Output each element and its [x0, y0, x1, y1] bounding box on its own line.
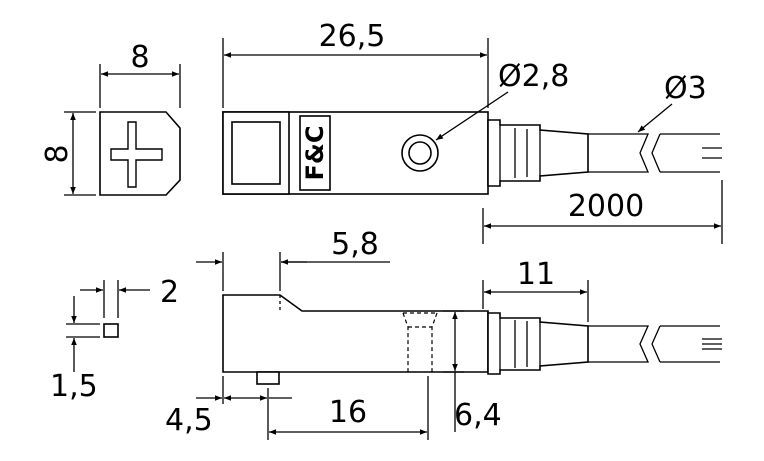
pin-detail	[103, 323, 119, 338]
side-view-body	[222, 294, 489, 373]
mounting-hole-inner	[408, 141, 432, 165]
top-view: F&C	[222, 111, 722, 195]
side-pin	[256, 371, 280, 385]
dim-pin-1-5: 1,5	[50, 369, 98, 404]
cable-sleeve-side	[487, 312, 589, 375]
dim-height-8: 8	[40, 144, 75, 163]
cable-top	[588, 133, 649, 173]
side-view	[222, 294, 722, 385]
cross-symbol	[110, 121, 163, 188]
end-view	[99, 111, 181, 196]
hidden-hole	[402, 312, 438, 372]
dim-length-26-5: 26,5	[319, 19, 386, 54]
dim-height-6-4: 6,4	[454, 398, 502, 433]
cable-sleeve-top	[487, 119, 589, 187]
dim-spacing-16: 16	[329, 395, 367, 430]
dim-width-8: 8	[130, 40, 149, 75]
dim-step-5-8: 5,8	[331, 227, 379, 262]
dim-hole-dia: Ø2,8	[498, 59, 569, 94]
dim-pin-2: 2	[160, 275, 179, 310]
top-view-cap-inner	[231, 121, 281, 185]
dim-sleeve-11: 11	[517, 257, 555, 292]
dim-offset-4-5: 4,5	[165, 403, 213, 438]
dim-cable-dia: Ø3	[664, 71, 707, 106]
brand-label: F&C	[301, 126, 329, 181]
end-view-outline	[99, 111, 181, 196]
dim-cable-length: 2000	[568, 189, 644, 224]
pin-detail-square	[103, 323, 119, 338]
brand-box	[299, 115, 331, 191]
cable-side	[588, 325, 650, 363]
